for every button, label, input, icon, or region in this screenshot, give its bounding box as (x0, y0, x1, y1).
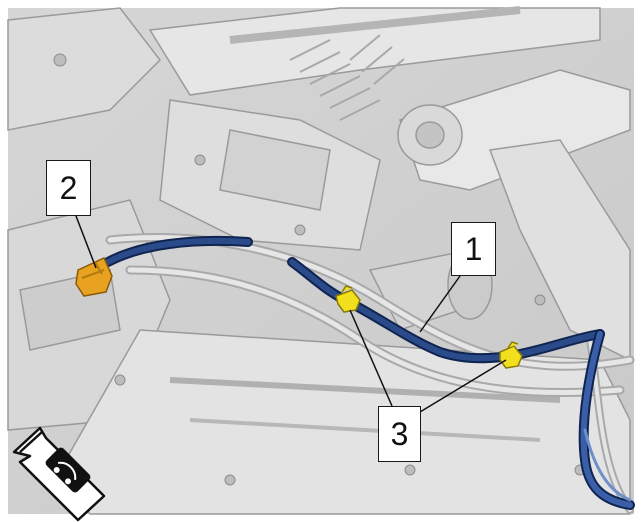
steering-rack-boot (289, 34, 405, 121)
callout-2-connector: 2 (46, 160, 91, 216)
leader-line-2 (75, 215, 97, 269)
leader-lines (75, 215, 507, 413)
leader-line-3a (349, 309, 393, 407)
harness-clip-right (499, 341, 523, 369)
harness-clip-left (335, 285, 361, 313)
leader-line-1 (419, 275, 461, 333)
engine-components (7, 6, 631, 515)
callout-3-clips: 3 (378, 406, 421, 462)
callout-1-harness: 1 (451, 222, 496, 276)
harness-connector (75, 257, 113, 297)
wiring-harness (103, 235, 635, 510)
leader-line-3b (419, 359, 507, 413)
front-of-vehicle-arrow-icon (12, 426, 106, 522)
